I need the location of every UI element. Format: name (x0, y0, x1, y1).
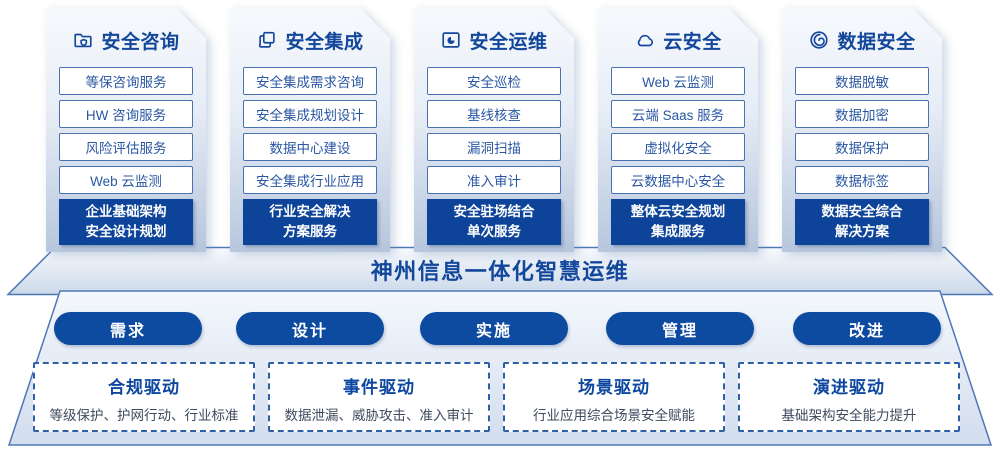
service-item: Web 云监测 (611, 67, 745, 95)
card-footer: 企业基础架构 安全设计规划 (59, 199, 193, 245)
card-footer: 整体云安全规划 集成服务 (611, 199, 745, 245)
footer-line: 数据安全综合 (821, 204, 903, 220)
service-item: 数据加密 (795, 100, 929, 128)
banner-title: 神州信息一体化智慧运维 (370, 259, 630, 284)
service-item: Web 云监测 (59, 166, 193, 194)
driver-evolution: 演进驱动 基础架构安全能力提升 (738, 362, 960, 432)
column-security-integration: 安全集成 安全集成需求咨询 安全集成规划设计 数据中心建设 安全集成行业应用 行… (230, 8, 390, 252)
service-item: 安全集成规划设计 (243, 100, 377, 128)
footer-line: 集成服务 (651, 224, 705, 239)
footer-line: 解决方案 (835, 224, 889, 239)
column-security-consulting: 安全咨询 等保咨询服务 HW 咨询服务 风险评估服务 Web 云监测 企业基础架… (46, 8, 206, 252)
card-header: 安全咨询 (46, 8, 206, 55)
service-item: 虚拟化安全 (611, 133, 745, 161)
driver-desc: 行业应用综合场景安全赋能 (533, 408, 695, 423)
service-item: 等保咨询服务 (59, 67, 193, 95)
service-item: 安全巡检 (427, 67, 561, 95)
driver-incident: 事件驱动 数据泄漏、威胁攻击、准入审计 (268, 362, 490, 432)
card-title: 数据安全 (837, 31, 916, 53)
driver-title: 合规驱动 (108, 378, 180, 397)
card-footer: 数据安全综合 解决方案 (795, 199, 929, 245)
driver-desc: 基础架构安全能力提升 (781, 408, 917, 423)
service-item: 云端 Saas 服务 (611, 100, 745, 128)
column-security-operations: 安全运维 安全巡检 基线核查 漏洞扫描 准入审计 安全驻场结合 单次服务 (414, 8, 574, 252)
card-items: 安全巡检 基线核查 漏洞扫描 准入审计 (414, 67, 574, 194)
process-step-design: 设计 (236, 312, 384, 345)
card-title: 安全集成 (285, 31, 364, 53)
card: 云安全 Web 云监测 云端 Saas 服务 虚拟化安全 云数据中心安全 整体云… (598, 8, 758, 252)
driver-desc: 等级保护、护网行动、行业标准 (49, 408, 239, 423)
card-footer: 安全驻场结合 单次服务 (427, 199, 561, 245)
card: 安全咨询 等保咨询服务 HW 咨询服务 风险评估服务 Web 云监测 企业基础架… (46, 8, 206, 252)
card-header: 云安全 (598, 8, 758, 55)
service-item: 安全集成行业应用 (243, 166, 377, 194)
footer-line: 安全设计规划 (85, 224, 167, 239)
card-title: 云安全 (663, 31, 722, 53)
column-cloud-security: 云安全 Web 云监测 云端 Saas 服务 虚拟化安全 云数据中心安全 整体云… (598, 8, 758, 252)
service-item: 数据标签 (795, 166, 929, 194)
footer-line: 企业基础架构 (85, 204, 167, 220)
spiral-icon (808, 29, 830, 51)
service-item: 风险评估服务 (59, 133, 193, 161)
service-item: 数据脱敏 (795, 67, 929, 95)
process-step-improve: 改进 (793, 312, 941, 345)
driver-title: 场景驱动 (578, 378, 650, 397)
service-item: 漏洞扫描 (427, 133, 561, 161)
documents-icon (256, 29, 278, 51)
service-item: 数据中心建设 (243, 133, 377, 161)
card: 安全运维 安全巡检 基线核查 漏洞扫描 准入审计 安全驻场结合 单次服务 (414, 8, 574, 252)
driver-scenario: 场景驱动 行业应用综合场景安全赋能 (503, 362, 725, 432)
cloud-icon (634, 29, 656, 51)
footer-line: 单次服务 (467, 224, 521, 239)
process-step-implement: 实施 (420, 312, 568, 345)
footer-line: 行业安全解决 (269, 204, 351, 220)
footer-line: 安全驻场结合 (453, 204, 535, 220)
driver-title: 事件驱动 (343, 378, 415, 397)
service-item: 云数据中心安全 (611, 166, 745, 194)
card-items: 等保咨询服务 HW 咨询服务 风险评估服务 Web 云监测 (46, 67, 206, 194)
service-item: 基线核查 (427, 100, 561, 128)
card-items: Web 云监测 云端 Saas 服务 虚拟化安全 云数据中心安全 (598, 67, 758, 194)
driver-desc: 数据泄漏、威胁攻击、准入审计 (284, 408, 474, 423)
service-item: 准入审计 (427, 166, 561, 194)
driver-compliance: 合规驱动 等级保护、护网行动、行业标准 (33, 362, 255, 432)
card: 安全集成 安全集成需求咨询 安全集成规划设计 数据中心建设 安全集成行业应用 行… (230, 8, 390, 252)
card-title: 安全咨询 (101, 31, 180, 53)
pie-monitor-icon (440, 29, 462, 51)
service-item: HW 咨询服务 (59, 100, 193, 128)
card-title: 安全运维 (469, 31, 548, 53)
folder-shield-icon (72, 29, 94, 51)
footer-line: 方案服务 (283, 224, 337, 239)
card: 数据安全 数据脱敏 数据加密 数据保护 数据标签 数据安全综合 解决方案 (782, 8, 942, 252)
column-data-security: 数据安全 数据脱敏 数据加密 数据保护 数据标签 数据安全综合 解决方案 (782, 8, 942, 252)
process-step-manage: 管理 (606, 312, 754, 345)
card-items: 安全集成需求咨询 安全集成规划设计 数据中心建设 安全集成行业应用 (230, 67, 390, 194)
process-step-requirement: 需求 (54, 312, 202, 345)
card-header: 安全集成 (230, 8, 390, 55)
card-header: 安全运维 (414, 8, 574, 55)
footer-line: 整体云安全规划 (630, 204, 726, 220)
card-items: 数据脱敏 数据加密 数据保护 数据标签 (782, 67, 942, 194)
driver-title: 演进驱动 (813, 378, 885, 397)
service-item: 数据保护 (795, 133, 929, 161)
card-header: 数据安全 (782, 8, 942, 55)
card-footer: 行业安全解决 方案服务 (243, 199, 377, 245)
service-item: 安全集成需求咨询 (243, 67, 377, 95)
